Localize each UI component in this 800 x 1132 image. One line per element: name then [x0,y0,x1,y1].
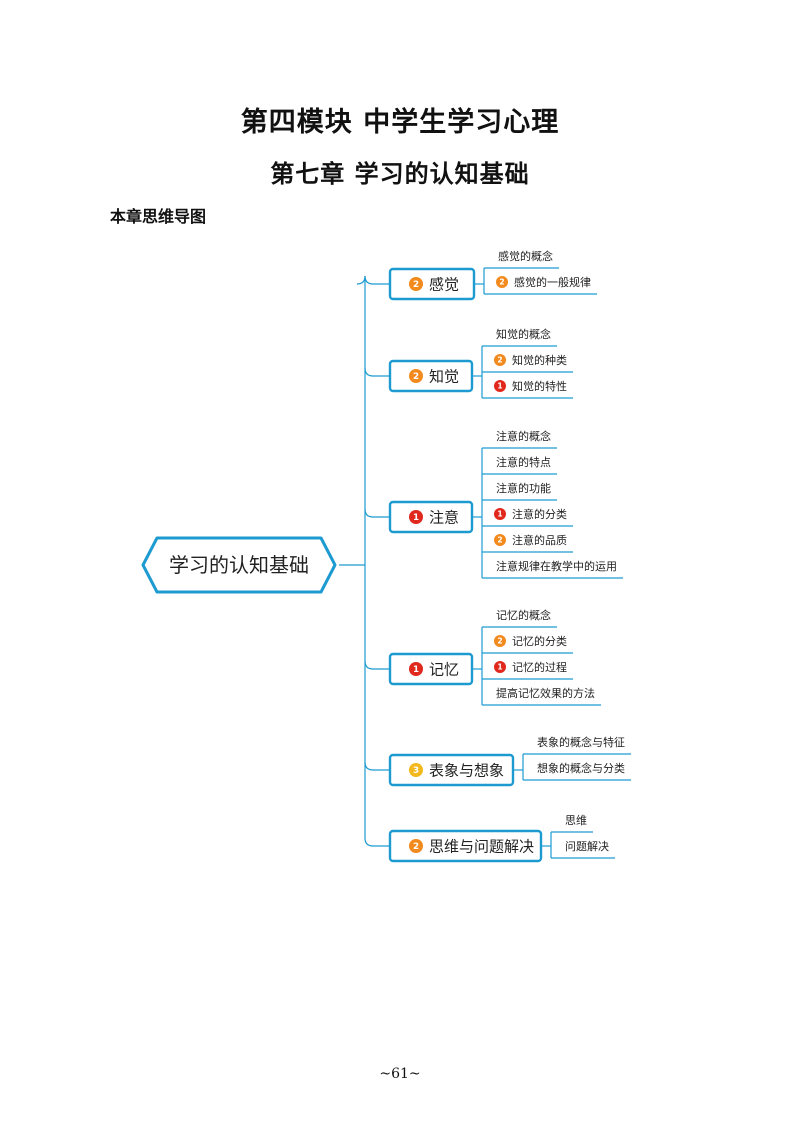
mind-map-links [339,267,631,859]
child-node: 2 记忆的分类 [494,634,567,648]
child-node: 想象的概念与分类 [537,761,625,775]
priority-badge-icon [494,508,506,520]
child-node: 注意的概念 [496,429,551,443]
child-node: 提高记忆效果的方法 [496,686,595,700]
branch-label: 注意 [429,509,459,527]
child-label: 知觉的种类 [512,353,567,367]
child-node: 记忆的概念 [496,608,551,622]
priority-badge-number: 1 [497,382,502,391]
branch-node [388,652,474,686]
child-label: 注意的特点 [496,455,551,469]
child-node: 知觉的概念 [496,327,551,341]
priority-badge-icon [494,354,506,366]
priority-badge-number: 2 [413,842,419,852]
child-node: 2 注意的品质 [494,533,567,547]
priority-badge-icon [494,534,506,546]
priority-badge-number: 1 [497,510,502,519]
child-label: 表象的概念与特征 [537,735,625,749]
module-title: 第四模块 中学生学习心理 [240,107,560,138]
branch-node [388,500,474,534]
branch-node [388,359,474,393]
child-label: 感觉的概念 [498,249,553,263]
priority-badge-number: 3 [413,766,419,776]
branch-label: 感觉 [429,276,459,294]
priority-badge-icon [409,839,423,853]
child-node: 问题解决 [565,839,609,853]
chapter-title: 第七章 学习的认知基础 [270,159,530,188]
child-node: 1 记忆的过程 [494,660,567,674]
child-label: 记忆的过程 [512,660,567,674]
branch-connector [364,508,390,518]
branch-connector [364,761,390,771]
child-label: 注意规律在教学中的运用 [496,559,617,573]
priority-badge-icon [409,763,423,777]
root-node-label: 学习的认知基础 [169,553,309,577]
trunk-curve-top [356,275,366,285]
priority-badge-icon [409,277,423,291]
child-label: 想象的概念与分类 [537,761,625,775]
branch-label: 表象与想象 [429,762,504,780]
branch-connector [364,367,390,377]
priority-badge-icon [494,635,506,647]
priority-badge-icon [409,662,423,676]
child-label: 记忆的概念 [496,608,551,622]
priority-badge-icon [494,661,506,673]
priority-badge-icon [409,510,423,524]
child-label: 记忆的分类 [512,634,567,648]
branch-node [388,829,543,863]
priority-badge-number: 2 [497,356,502,365]
branch-label: 记忆 [429,661,459,679]
priority-badge-number: 1 [413,665,419,675]
priority-badge-number: 2 [499,278,504,287]
mind-map-nodes: 学习的认知基础 2 感觉 感觉的概念 2 感觉的一般规律 2 知觉 知觉的概念 2 知觉的种类 1 知觉… [141,249,625,863]
branch-connector [364,275,390,285]
branch-label: 思维与问题解决 [429,838,534,856]
priority-badge-number: 2 [413,280,419,290]
child-node: 注意的特点 [496,455,551,469]
child-node: 思维 [565,814,587,827]
priority-badge-icon [496,276,508,288]
priority-badge-number: 2 [497,536,502,545]
child-node: 注意规律在教学中的运用 [496,559,617,573]
branch-connector [364,837,390,847]
priority-badge-icon [494,380,506,392]
child-label: 思维 [565,814,587,827]
page-number: ~61~ [379,1066,421,1082]
branch-label: 知觉 [429,368,459,386]
child-node: 2 感觉的一般规律 [496,275,591,289]
priority-badge-icon [409,369,423,383]
child-label: 知觉的概念 [496,327,551,341]
priority-badge-number: 1 [413,513,419,523]
child-node: 表象的概念与特征 [537,735,625,749]
child-label: 知觉的特性 [512,379,567,393]
branch-node [388,267,476,301]
branch-connector [364,660,390,670]
priority-badge-number: 1 [497,663,502,672]
section-title: 本章思维导图 [110,207,207,226]
priority-badge-number: 2 [413,372,419,382]
child-label: 感觉的一般规律 [514,275,591,289]
child-label: 问题解决 [565,839,609,853]
child-label: 注意的分类 [512,507,567,521]
child-label: 提高记忆效果的方法 [496,686,595,700]
child-node: 注意的功能 [496,481,551,495]
child-node: 感觉的概念 [498,249,553,263]
child-node: 1 知觉的特性 [494,379,567,393]
branch-node [388,753,515,787]
child-node: 2 知觉的种类 [494,353,567,367]
child-label: 注意的功能 [496,481,551,495]
child-label: 注意的品质 [512,533,567,547]
root-node [141,536,337,594]
child-label: 注意的概念 [496,429,551,443]
child-node: 1 注意的分类 [494,507,567,521]
priority-badge-number: 2 [497,637,502,646]
